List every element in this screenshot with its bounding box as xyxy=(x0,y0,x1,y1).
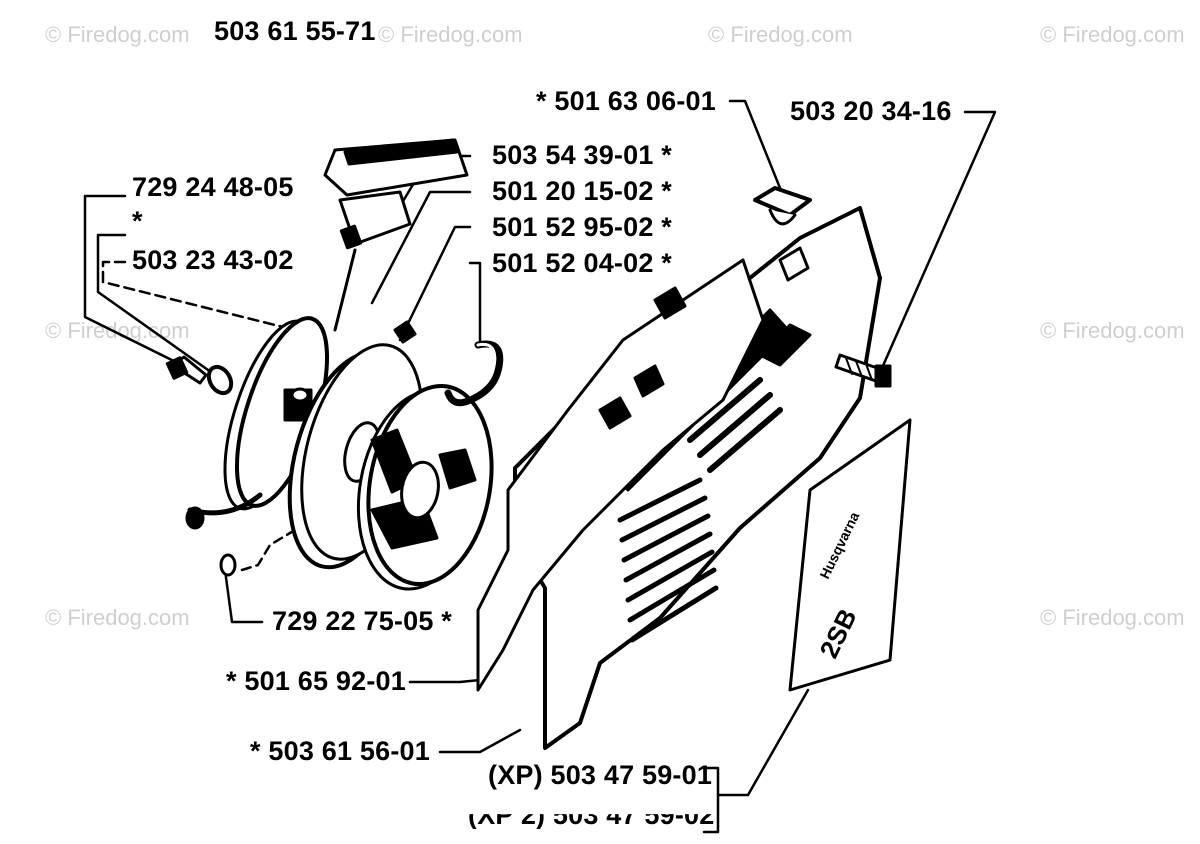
watermark: © Firedog.com xyxy=(1040,318,1185,343)
watermark: © Firedog.com xyxy=(45,22,190,47)
recoil-spring xyxy=(444,340,504,407)
label-501-52-04-02: 501 52 04-02 * xyxy=(492,248,672,278)
label-729-24-48-05-star: * xyxy=(132,206,143,236)
assembly-number: 503 61 55-71 xyxy=(214,16,376,46)
nut-501-63-06-01 xyxy=(753,186,812,226)
label-501-20-15-02: 501 20 15-02 * xyxy=(492,176,672,206)
label-xp2-503-47-59-02: (XP 2) 503 47 59-02 xyxy=(468,800,715,830)
label-503-23-43-02: 503 23 43-02 xyxy=(132,245,294,275)
label-xp-503-47-59-01: (XP) 503 47 59-01 xyxy=(488,760,713,790)
label-729-24-48-05: 729 24 48-05 xyxy=(132,172,294,202)
watermark: © Firedog.com xyxy=(45,605,190,630)
decal-xp xyxy=(788,418,912,692)
watermark: © Firedog.com xyxy=(1040,605,1185,630)
label-501-63-06-01: * 501 63 06-01 xyxy=(536,86,716,116)
washer-503-23-43-02 xyxy=(206,364,234,396)
screw-729-24-48-05 xyxy=(165,355,208,385)
label-503-54-39-01: 503 54 39-01 * xyxy=(492,140,672,170)
label-501-65-92-01: * 501 65 92-01 xyxy=(226,666,406,696)
starter-handle-503-54-39-01 xyxy=(323,138,469,332)
cylinder-cover-501-65-92-01 xyxy=(476,258,765,692)
label-503-61-56-01: * 503 61 56-01 xyxy=(250,736,430,766)
rope-pulley xyxy=(356,320,494,591)
watermark: © Firedog.com xyxy=(708,22,853,47)
bolt-503-20-34-16 xyxy=(834,353,892,388)
label-729-22-75-05: 729 22 75-05 * xyxy=(272,606,452,636)
label-501-52-95-02: 501 52 95-02 * xyxy=(492,212,672,242)
label-503-20-34-16: 503 20 34-16 xyxy=(790,96,952,126)
watermark: © Firedog.com xyxy=(1040,22,1185,47)
watermark: © Firedog.com xyxy=(378,22,523,47)
